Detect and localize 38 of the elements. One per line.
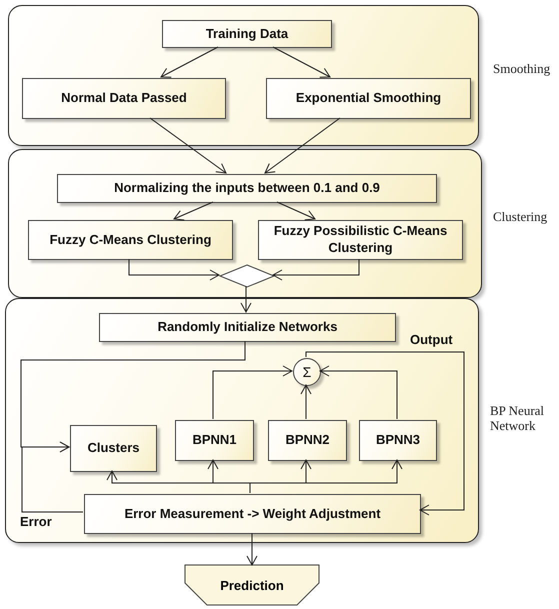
process-box: BPNN1 [175,420,254,461]
arrow [264,118,340,174]
process-box: Exponential Smoothing [266,78,471,119]
arrow [160,46,218,78]
process-box: Training Data [162,20,332,48]
section-panel [8,149,482,298]
arrow [150,118,226,174]
arrow [320,366,398,420]
arrow [300,384,312,420]
section-panel [8,5,479,146]
arrow [272,258,360,280]
arrow [250,460,402,494]
process-box: Clusters [70,425,157,472]
process-box: Error Measurement -> Weight Adjustment [84,494,421,534]
sum-circle: Σ [293,358,321,386]
arrow [22,442,84,512]
output-box [185,565,319,605]
process-box: Normalizing the inputs between 0.1 and 0.9 [57,174,437,203]
section-label: Smoothing [493,62,552,77]
merge-diamond [220,265,274,287]
arrow [240,286,252,312]
section-label: BP Neural Network [490,404,546,434]
arrow [128,258,220,280]
section-label: Clustering [493,210,548,225]
process-box: BPNN2 [268,420,347,461]
arrow [212,366,292,420]
process-box: BPNN3 [359,420,437,461]
process-box: Fuzzy Possibilistic C-Means Clustering [258,220,463,260]
process-box: Normal Data Passed [22,78,226,119]
edge-label: Output [410,332,453,347]
edge-label: Error [20,514,52,529]
arrow [272,46,330,78]
process-box: Randomly Initialize Networks [99,313,396,342]
section-panel [5,298,479,543]
process-box: Fuzzy C-Means Clustering [28,220,233,260]
arrow [306,352,464,516]
arrow [246,532,258,566]
node-text: Prediction [220,578,284,592]
